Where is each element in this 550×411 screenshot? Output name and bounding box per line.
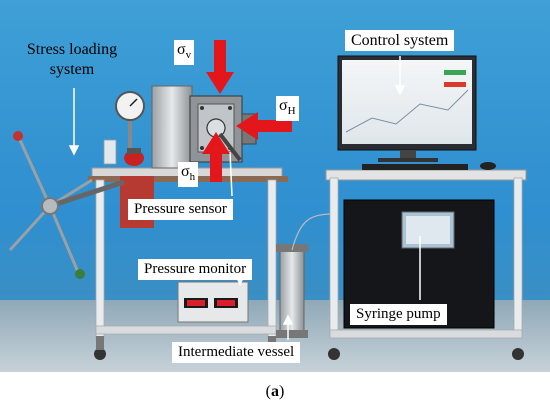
hand-wheel	[8, 139, 125, 273]
sigma-glyph: σ	[177, 41, 186, 58]
sigma-H-subscript: H	[287, 105, 296, 118]
keyboard	[362, 164, 468, 170]
control-monitor	[337, 55, 477, 162]
tubing	[291, 213, 331, 251]
sigma-horizontal-min-label: σh	[178, 162, 199, 188]
intermediate-vessel-label: Intermediate vessel	[172, 342, 301, 363]
stress-loading-system-label: Stress loading system	[6, 40, 138, 80]
sigma-glyph: σ	[181, 163, 190, 180]
stress-arrows	[202, 40, 292, 182]
pressure-monitor-label: Pressure monitor	[138, 259, 253, 280]
sigma-horizontal-max-label: σH	[276, 96, 299, 122]
stress-loading-line2: system	[49, 61, 95, 78]
control-system-label: Control system	[345, 30, 455, 51]
valve-and-beaker	[103, 139, 144, 166]
pressure-sensor-label: Pressure sensor	[128, 199, 233, 220]
sigma-vertical-label: σv	[174, 40, 195, 66]
caption-letter: a	[271, 383, 279, 400]
sigma-glyph: σ	[279, 97, 288, 114]
steel-housing	[151, 85, 193, 169]
stress-loading-line1: Stress loading	[26, 41, 118, 58]
sigma-h-subscript: h	[189, 171, 196, 184]
wheel-knob	[13, 131, 23, 141]
caption-close: )	[279, 383, 285, 400]
mouse	[480, 162, 496, 170]
figure-caption: (a)	[0, 383, 550, 401]
lab-photo	[0, 0, 550, 372]
pressure-monitor-device	[177, 281, 249, 323]
sigma-v-subscript: v	[185, 49, 192, 62]
caption-open: (	[265, 383, 271, 400]
syringe-pump-label: Syringe pump	[350, 304, 447, 325]
wheel-knob	[75, 269, 85, 279]
pressure-gauge	[115, 91, 145, 152]
